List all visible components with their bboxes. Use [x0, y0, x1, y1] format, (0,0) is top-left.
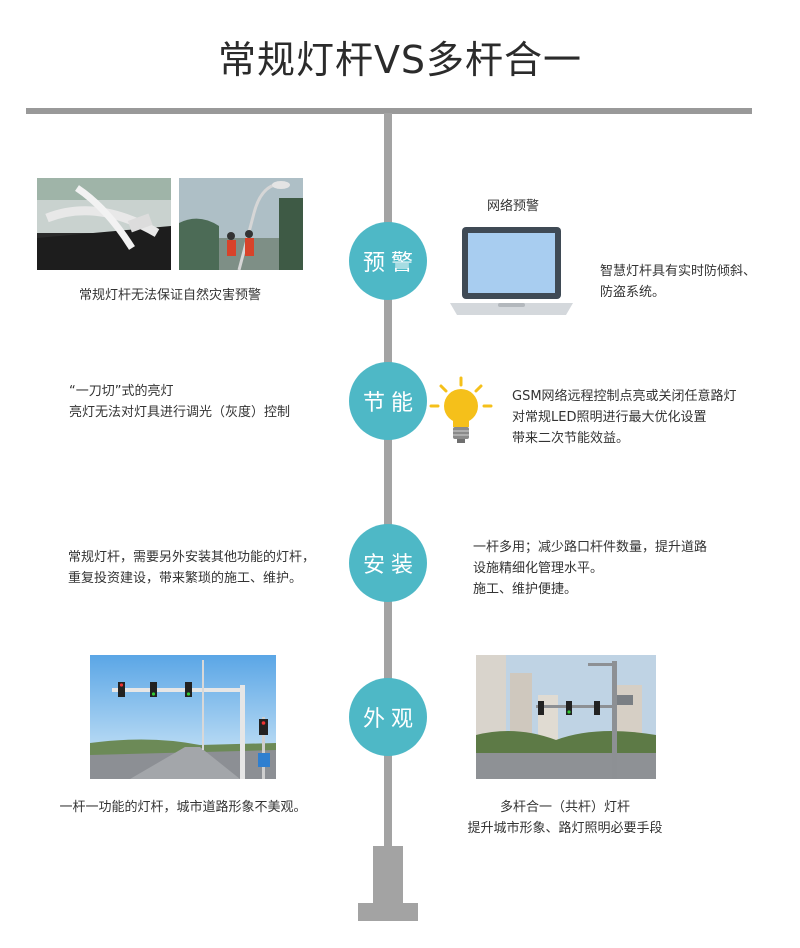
node-energy: 节能: [349, 362, 427, 440]
pole-crossarm: [26, 108, 752, 114]
laptop-caption: 网络预警: [486, 199, 539, 214]
install-left-text: 常规灯杆，需要另外安装其他功能的灯杆， 重复投资建设，带来繁琐的施工、维护。: [68, 550, 316, 586]
node-warning: 预警: [349, 222, 427, 300]
warning-right-text: 智慧灯杆具有实时防倾斜、 防盗系统。: [600, 264, 757, 300]
laptop-icon: [448, 225, 575, 317]
energy-right-text: GSM网络远程控制点亮或关闭任意路灯 对常规LED照明进行最大优化设置 带来二次…: [512, 389, 737, 446]
page-title: 常规灯杆VS多杆合一: [217, 38, 583, 82]
appearance-left-caption: 一杆一功能的灯杆，城市道路形象不美观。: [59, 800, 307, 815]
appearance-right-caption: 多杆合一（共杆）灯杆 提升城市形象、路灯照明必要手段: [467, 800, 663, 836]
photo-traffic-light-pole: [90, 655, 276, 779]
node-appearance: 外观: [349, 678, 427, 756]
photo-damaged-street-light: [37, 178, 171, 270]
pole-base: [373, 846, 403, 906]
install-right-text: 一杆多用；减少路口杆件数量，提升道路 设施精细化管理水平。 施工、维护便捷。: [473, 540, 708, 597]
energy-left-text: “一刀切”式的亮灯 亮灯无法对灯具进行调光（灰度）控制: [69, 384, 291, 420]
pole-foot: [358, 903, 418, 921]
warning-left-caption: 常规灯杆无法保证自然灾害预警: [78, 288, 261, 303]
node-install: 安装: [349, 524, 427, 602]
light-bulb-icon: [428, 376, 494, 446]
photo-multi-function-pole: [476, 655, 656, 779]
pole-shaft: [384, 113, 392, 848]
photo-storm-workers: [179, 178, 303, 270]
